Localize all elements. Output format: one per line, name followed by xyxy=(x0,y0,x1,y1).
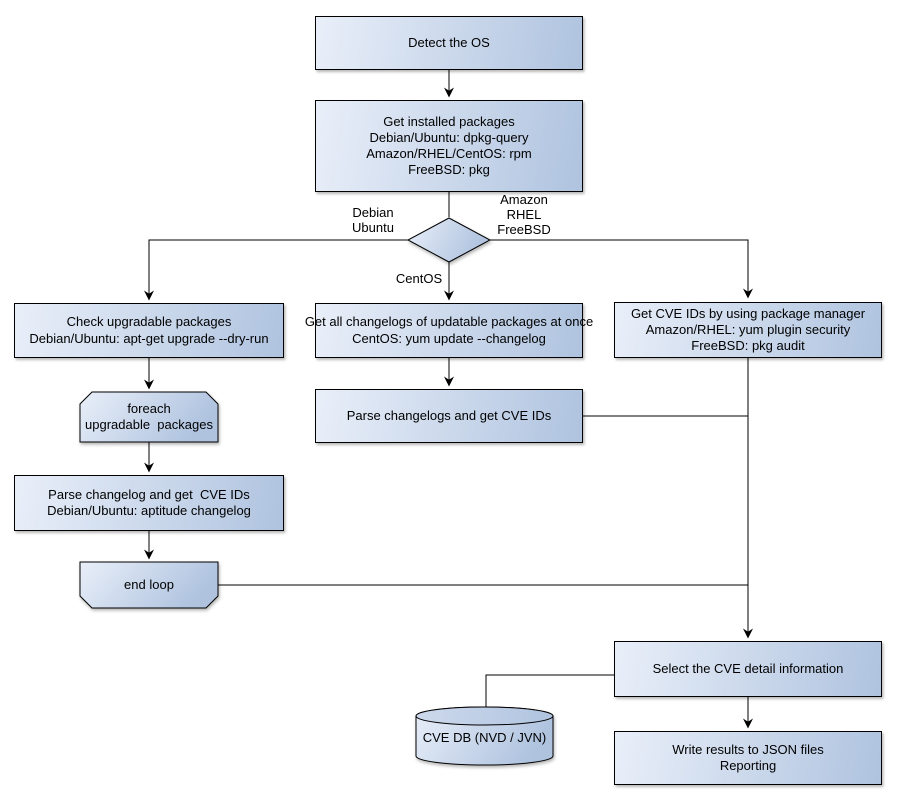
node-select-cve-detail-label: Select the CVE detail information xyxy=(652,660,844,676)
edge-cvedb-to-select xyxy=(485,674,614,707)
branch-label-debian-ubuntu: Debian Ubuntu xyxy=(352,205,394,235)
node-get-all-changelogs: Get all changelogs of updatable packages… xyxy=(305,303,593,358)
node-end-loop: end loop xyxy=(80,562,218,608)
node-get-cve-ids-pkg-mgr: Get CVE IDs by using package manager Ama… xyxy=(614,302,882,358)
node-foreach-loop: foreach upgradable packages xyxy=(80,392,218,442)
cve-db-cylinder-top xyxy=(415,706,554,726)
node-parse-changelog-deb-label: Parse changelog and get CVE IDs Debian/U… xyxy=(47,486,251,518)
node-select-cve-detail: Select the CVE detail information xyxy=(614,641,882,697)
node-cve-db-label: CVE DB (NVD / JVN) xyxy=(422,729,547,745)
node-get-cve-ids-pkg-mgr-label: Get CVE IDs by using package manager Ama… xyxy=(630,305,866,354)
node-get-installed-packages-label: Get installed packages Debian/Ubuntu: dp… xyxy=(366,113,532,178)
node-write-results: Write results to JSON files Reporting xyxy=(614,731,882,785)
node-end-loop-label: end loop xyxy=(124,576,174,592)
node-parse-changelogs: Parse changelogs and get CVE IDs xyxy=(315,389,583,443)
edge-decision-amazon-branch xyxy=(490,239,753,299)
node-cve-db: CVE DB (NVD / JVN) xyxy=(416,718,553,758)
branch-label-amazon-rhel-freebsd: Amazon RHEL FreeBSD xyxy=(497,192,551,237)
node-check-upgradable: Check upgradable packages Debian/Ubuntu:… xyxy=(14,303,284,358)
foreach-loop-shape xyxy=(79,391,219,443)
edge-decision-debian-branch xyxy=(144,239,408,301)
node-detect-os: Detect the OS xyxy=(315,16,583,70)
os-decision-diamond xyxy=(406,217,492,263)
node-get-all-changelogs-label: Get all changelogs of updatable packages… xyxy=(304,314,594,346)
branch-label-centos: CentOS xyxy=(395,271,443,286)
node-get-installed-packages: Get installed packages Debian/Ubuntu: dp… xyxy=(315,100,583,192)
node-parse-changelog-deb: Parse changelog and get CVE IDs Debian/U… xyxy=(14,475,284,531)
node-check-upgradable-label: Check upgradable packages Debian/Ubuntu:… xyxy=(29,314,269,346)
end-loop-shape xyxy=(79,561,219,609)
node-parse-changelogs-label: Parse changelogs and get CVE IDs xyxy=(346,407,552,423)
node-foreach-loop-label: foreach upgradable packages xyxy=(85,400,213,432)
node-write-results-label: Write results to JSON files Reporting xyxy=(672,741,824,773)
node-detect-os-label: Detect the OS xyxy=(408,34,490,50)
